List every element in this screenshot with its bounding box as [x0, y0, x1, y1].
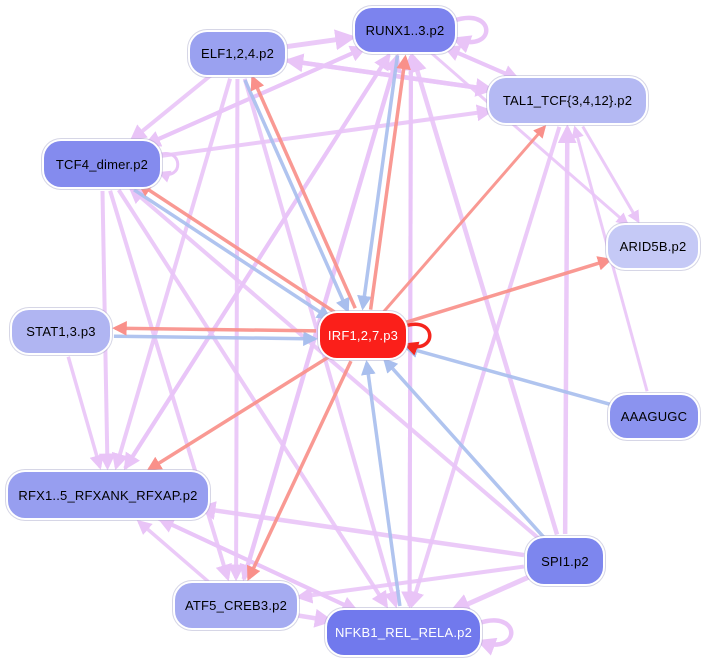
node-irf[interactable]: IRF1,2,7.p3 — [320, 313, 406, 358]
node-runx1[interactable]: RUNX1..3.p2 — [355, 8, 455, 52]
node-elf1[interactable]: ELF1,2,4.p2 — [190, 32, 285, 75]
edge-irf-tal1 — [382, 125, 547, 313]
self-loop-irf — [403, 322, 432, 356]
node-spi1[interactable]: SPI1.p2 — [527, 538, 603, 584]
edge-irf-rfx — [146, 353, 333, 471]
edge-spi1-tcf4 — [128, 186, 542, 541]
self-loop-runx1 — [451, 15, 489, 54]
self-loop-nfkb1 — [476, 618, 514, 656]
edge-tcf4-nfkb1 — [117, 188, 389, 609]
edge-spi1-atf5 — [295, 564, 525, 604]
edge-tal1-arid5b — [581, 125, 640, 224]
edge-tcf4-atf5 — [108, 190, 232, 582]
node-stat1[interactable]: STAT1,3.p3 — [12, 310, 110, 353]
node-label: TAL1_TCF{3,4,12}.p2 — [502, 93, 633, 108]
edge-stat1-rfx — [66, 356, 104, 470]
edge-tcf4-irf — [133, 188, 332, 320]
edge-tal1-nfkb1 — [407, 126, 562, 609]
edge-irf-elf1 — [250, 75, 357, 309]
edge-runx1-nfkb1 — [401, 56, 419, 609]
self-loop-tcf4 — [157, 152, 180, 183]
edge-irf-stat1 — [112, 321, 317, 336]
node-label: RFX1..5_RFXANK_RFXAP.p2 — [18, 487, 198, 503]
edge-runx1-irf — [357, 55, 400, 311]
node-label: SPI1.p2 — [541, 553, 589, 569]
node-label: AAAGUGC — [620, 409, 688, 424]
edge-irf-runx1 — [368, 54, 411, 310]
node-rfx[interactable]: RFX1..5_RFXANK_RFXAP.p2 — [8, 472, 208, 518]
edge-aaagugc-irf — [403, 343, 612, 407]
edge-runx1-arid5b — [430, 51, 629, 226]
edge-elf1-rfx — [111, 78, 233, 471]
edge-irf-atf5 — [247, 360, 353, 582]
node-label: NFKB1_REL_RELA.p2 — [334, 625, 473, 640]
edge-spi1-nfkb1 — [449, 574, 532, 614]
edge-irf-tcf4 — [137, 182, 336, 314]
edge-spi1-tal1 — [557, 124, 577, 535]
node-tal1[interactable]: TAL1_TCF{3,4,12}.p2 — [489, 78, 646, 123]
node-nfkb1[interactable]: NFKB1_REL_RELA.p2 — [327, 610, 480, 655]
edge-stat1-irf — [113, 331, 318, 347]
edge-nfkb1-irf — [361, 360, 402, 607]
node-label: STAT1,3.p3 — [26, 324, 96, 339]
node-arid5b[interactable]: ARID5B.p2 — [608, 225, 698, 268]
node-label: ARID5B.p2 — [619, 239, 687, 254]
node-label: RUNX1..3.p2 — [365, 22, 445, 38]
node-atf5[interactable]: ATF5_CREB3.p2 — [175, 583, 297, 628]
edge-runx1-tcf4 — [143, 45, 367, 147]
edge-spi1-irf — [382, 357, 546, 539]
edge-atf5-nfkb1 — [296, 608, 334, 628]
node-label: ATF5_CREB3.p2 — [184, 598, 288, 613]
edge-elf1-tcf4 — [129, 73, 213, 142]
node-tcf4[interactable]: TCF4_dimer.p2 — [44, 141, 160, 187]
node-aaagugc[interactable]: AAAGUGC — [610, 395, 698, 438]
node-label: IRF1,2,7.p3 — [327, 328, 399, 343]
edge-spi1-runx1 — [408, 53, 560, 536]
edge-irf-arid5b — [403, 256, 613, 325]
edge-spi1-rfx — [196, 501, 525, 558]
edge-atf5-rfx — [136, 519, 210, 583]
node-label: TCF4_dimer.p2 — [55, 156, 149, 172]
edge-elf1-irf — [243, 79, 350, 314]
edge-tcf4-tal1 — [160, 104, 494, 158]
edge-elf1-runx1 — [286, 29, 357, 51]
node-label: ELF1,2,4.p2 — [200, 46, 275, 61]
